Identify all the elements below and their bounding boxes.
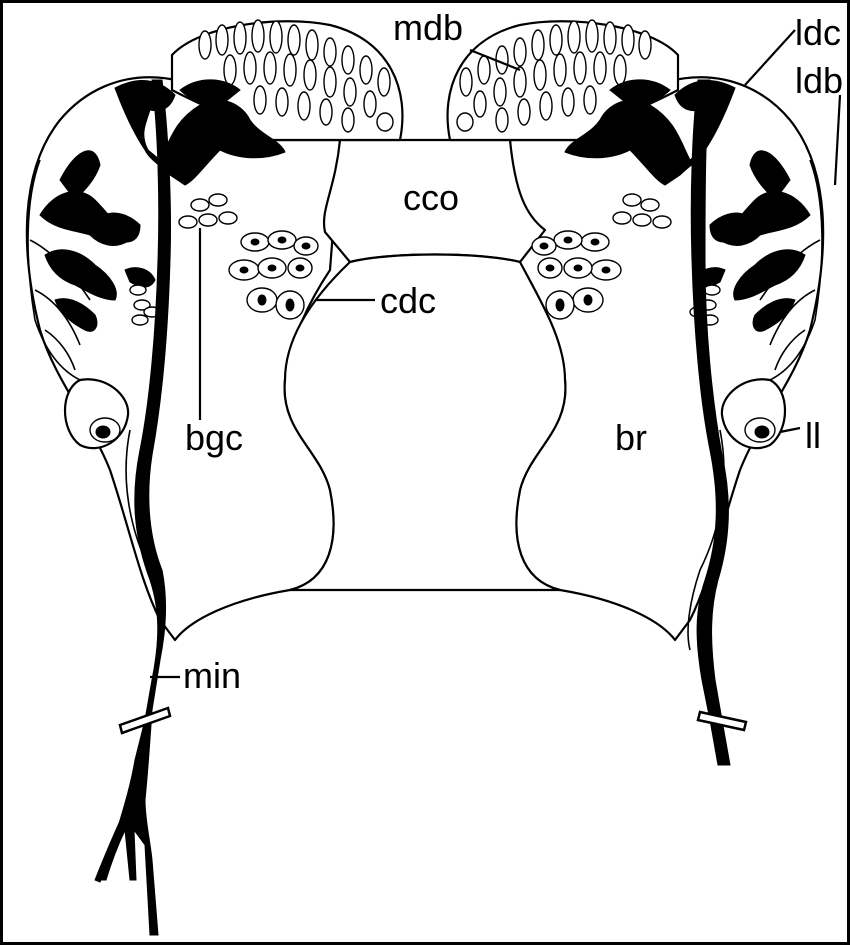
leader-ll	[780, 428, 800, 432]
label-bgc: bgc	[185, 417, 243, 458]
label-mdb: mdb	[393, 7, 463, 48]
label-min: min	[183, 655, 241, 696]
label-ldb: ldb	[795, 60, 843, 101]
label-br: br	[615, 417, 647, 458]
anatomy-diagram: mdb ldc ldb cco cdc bgc br ll min	[3, 3, 847, 942]
label-ldc: ldc	[795, 12, 841, 53]
label-ll: ll	[805, 415, 821, 456]
nerve-cut-marks	[120, 708, 746, 733]
label-cdc: cdc	[380, 280, 436, 321]
leader-ldb	[835, 95, 840, 185]
label-cco: cco	[403, 177, 459, 218]
leader-ldc	[745, 30, 795, 85]
